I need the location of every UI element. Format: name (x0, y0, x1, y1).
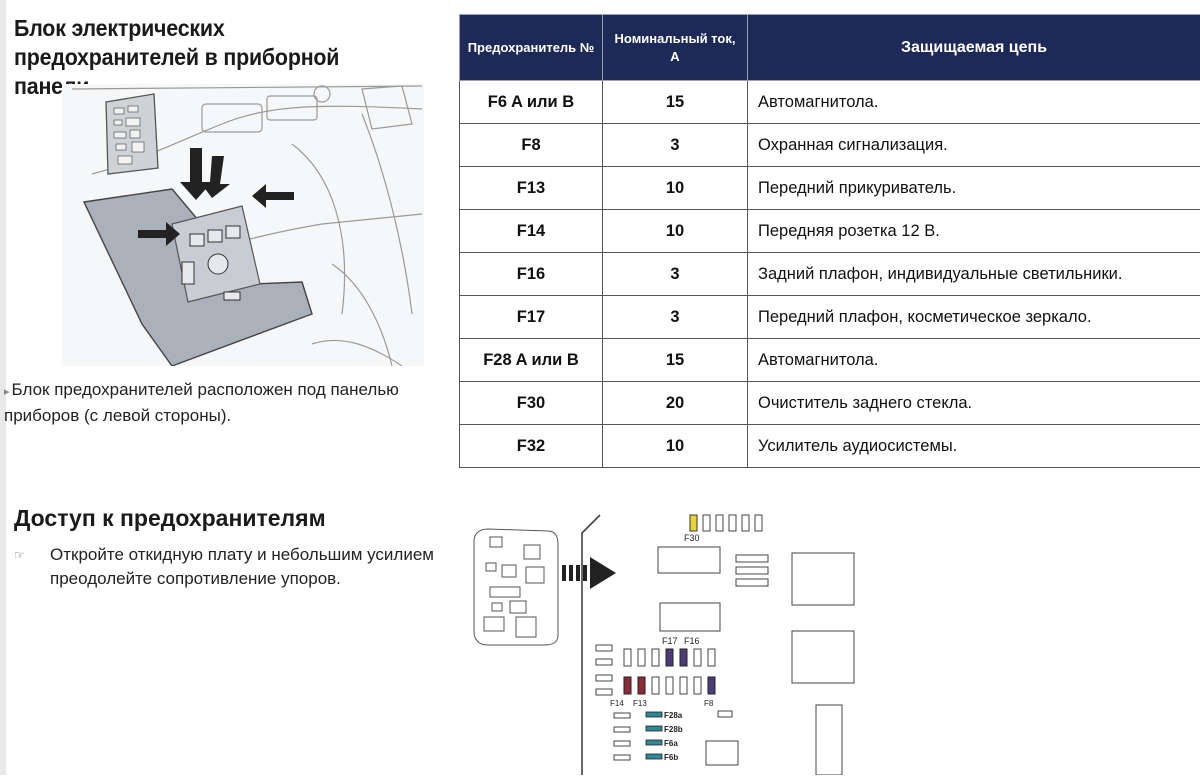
table-header-row: Предохранитель № Номинальный ток, А Защи… (460, 15, 1200, 81)
fuse-f28b (646, 726, 662, 731)
fuse-f30 (690, 515, 697, 531)
rated-current: 3 (603, 253, 748, 296)
protected-circuit: Автомагнитола. (748, 339, 1200, 382)
protected-circuit: Задний плафон, индивидуальные светильник… (748, 253, 1200, 296)
location-note: ▸Блок предохранителей расположен под пан… (4, 378, 424, 428)
fuse-f6b (646, 754, 662, 759)
fuse-id: F13 (460, 167, 603, 210)
fuse-f17 (666, 649, 673, 666)
bullet-triangle-icon: ▸ (4, 386, 10, 398)
access-step: ☞ Откройте откидную плату и небольшим ус… (14, 543, 434, 591)
label-f14: F14 (610, 699, 624, 708)
label-f17: F17 (662, 636, 678, 646)
protected-circuit: Передний прикуриватель. (748, 167, 1200, 210)
fuse-layout-diagram: F30 F17 F16 F14 F13 (470, 505, 870, 775)
rated-current: 10 (603, 210, 748, 253)
protected-circuit: Передний плафон, косметическое зеркало. (748, 296, 1200, 339)
fuse-f6a (646, 740, 662, 745)
label-f30: F30 (684, 533, 700, 543)
fuse-id: F16 (460, 253, 603, 296)
label-f28a: F28a (664, 711, 683, 720)
label-f16: F16 (684, 636, 700, 646)
fuse-f14 (624, 677, 631, 694)
rated-current: 10 (603, 425, 748, 468)
fuse-id: F28 A или B (460, 339, 603, 382)
protected-circuit: Передняя розетка 12 В. (748, 210, 1200, 253)
label-f28b: F28b (664, 725, 683, 734)
header-rated-current: Номинальный ток, А (603, 15, 748, 81)
fuse-box-location-illustration (62, 84, 424, 366)
rated-current: 3 (603, 296, 748, 339)
protected-circuit: Очиститель заднего стекла. (748, 382, 1200, 425)
rated-current: 3 (603, 124, 748, 167)
rated-current: 15 (603, 81, 748, 124)
fuse-table: Предохранитель № Номинальный ток, А Защи… (459, 14, 1200, 468)
label-f6a: F6a (664, 739, 678, 748)
fuse-f16 (680, 649, 687, 666)
location-note-text: Блок предохранителей расположен под пане… (4, 380, 399, 425)
fuse-id: F14 (460, 210, 603, 253)
fuse-f8 (708, 677, 715, 694)
fuse-f28a (646, 712, 662, 717)
label-f8: F8 (704, 699, 714, 708)
fuse-id: F8 (460, 124, 603, 167)
rated-current: 10 (603, 167, 748, 210)
protected-circuit: Охранная сигнализация. (748, 124, 1200, 167)
header-fuse-number: Предохранитель № (460, 15, 603, 81)
arrow-right-icon (562, 557, 616, 589)
fuse-id: F17 (460, 296, 603, 339)
access-step-text: Откройте откидную плату и небольшим усил… (50, 543, 434, 591)
protected-circuit: Усилитель аудиосистемы. (748, 425, 1200, 468)
fuse-id: F32 (460, 425, 603, 468)
protected-circuit: Автомагнитола. (748, 81, 1200, 124)
access-title: Доступ к предохранителям (14, 505, 326, 532)
fuse-board-overview (474, 529, 558, 645)
rated-current: 20 (603, 382, 748, 425)
label-f13: F13 (633, 699, 647, 708)
pointing-hand-icon: ☞ (14, 543, 25, 567)
fuse-id: F30 (460, 382, 603, 425)
fuse-id: F6 A или B (460, 81, 603, 124)
rated-current: 15 (603, 339, 748, 382)
header-protected-circuit: Защищаемая цепь (748, 15, 1200, 81)
fuse-f13 (638, 677, 645, 694)
label-f6b: F6b (664, 753, 678, 762)
